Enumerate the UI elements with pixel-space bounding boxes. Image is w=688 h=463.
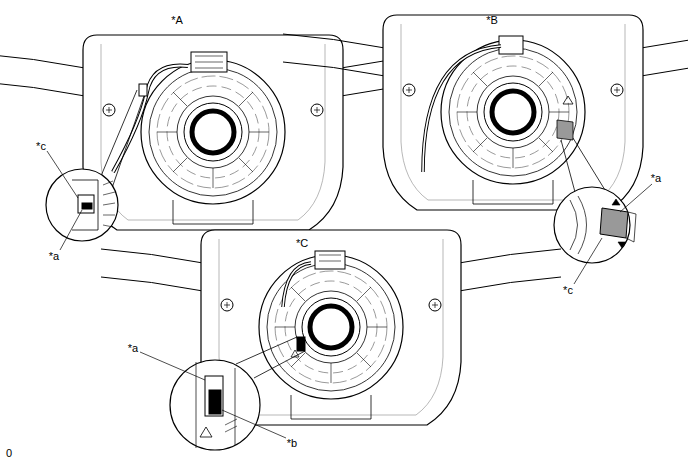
callout-letter: *a bbox=[128, 343, 138, 354]
callout-letter: *c bbox=[563, 285, 573, 296]
view-label: *B bbox=[486, 15, 498, 26]
callout-letter: *a bbox=[49, 251, 59, 262]
figure-number: 0 bbox=[6, 448, 12, 459]
callout-letter: *b bbox=[287, 438, 297, 449]
callout-letter: *c bbox=[36, 141, 46, 152]
callout-letter: *a bbox=[651, 173, 661, 184]
view-label: *A bbox=[171, 15, 183, 26]
view-label: *C bbox=[296, 238, 308, 249]
